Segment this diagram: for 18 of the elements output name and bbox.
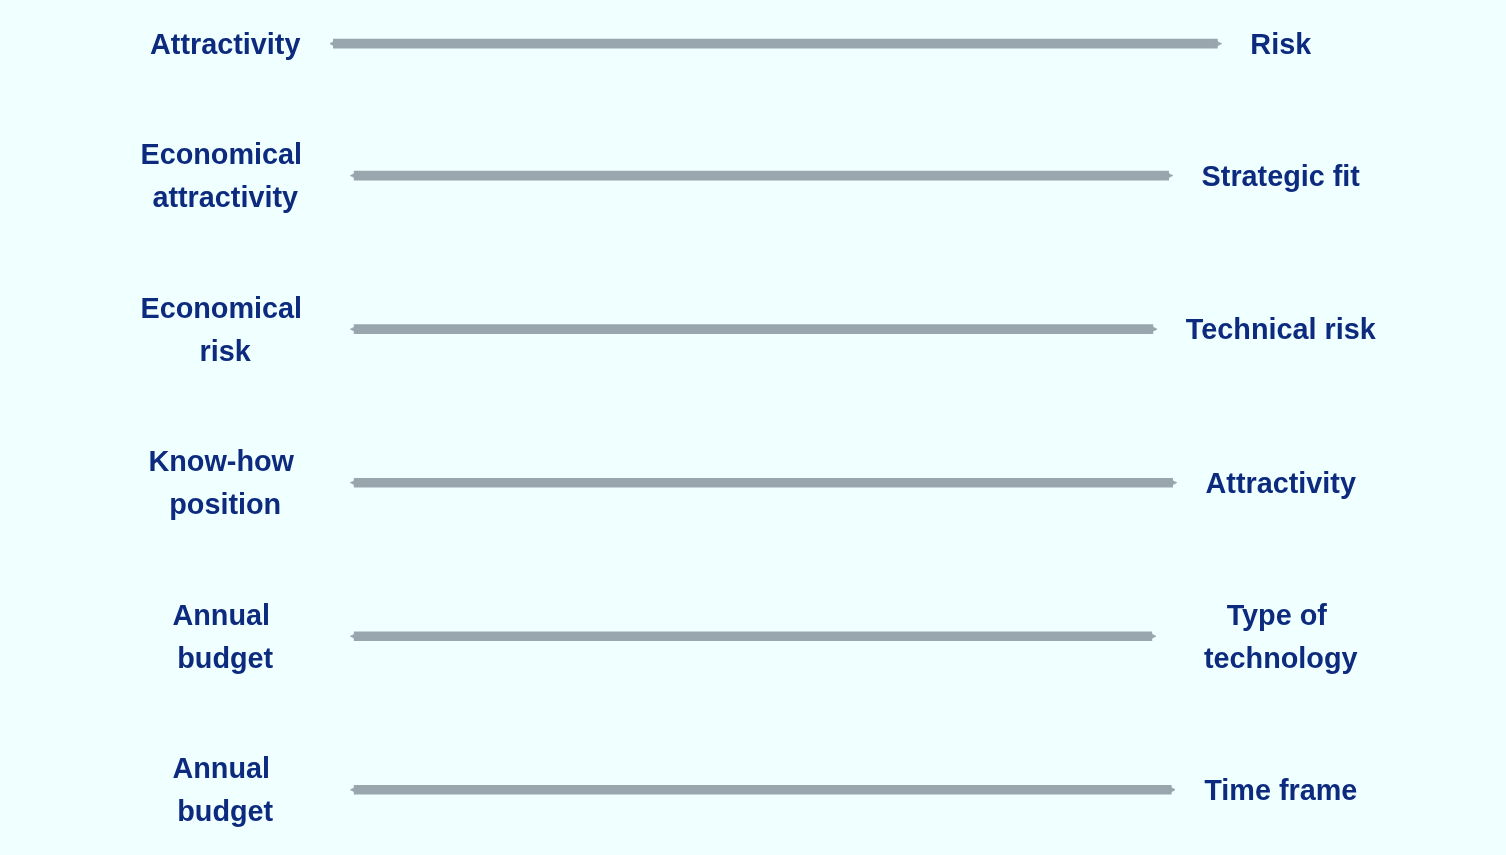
node-text: Type of technology [1204,598,1358,674]
arrow [349,324,1158,334]
node-text: Attractivity [1205,466,1356,499]
node-text: Time frame [1204,773,1358,806]
node-text: Technical risk [1185,313,1376,345]
node-text: Know-how position [148,445,294,521]
node-text: Annual budget [172,598,274,674]
arrow [349,477,1178,488]
arrow [349,784,1176,795]
node-text: Strategic fit [1201,159,1360,192]
arrow [349,170,1174,181]
node-text: Attractivity [150,27,301,60]
node-text: Risk [1250,27,1312,60]
node-text: Annual budget [172,752,274,828]
arrow [329,38,1222,49]
node-text: Economical attractivity [140,138,303,214]
node-text: Economical risk [140,291,303,367]
arrow [349,631,1157,641]
